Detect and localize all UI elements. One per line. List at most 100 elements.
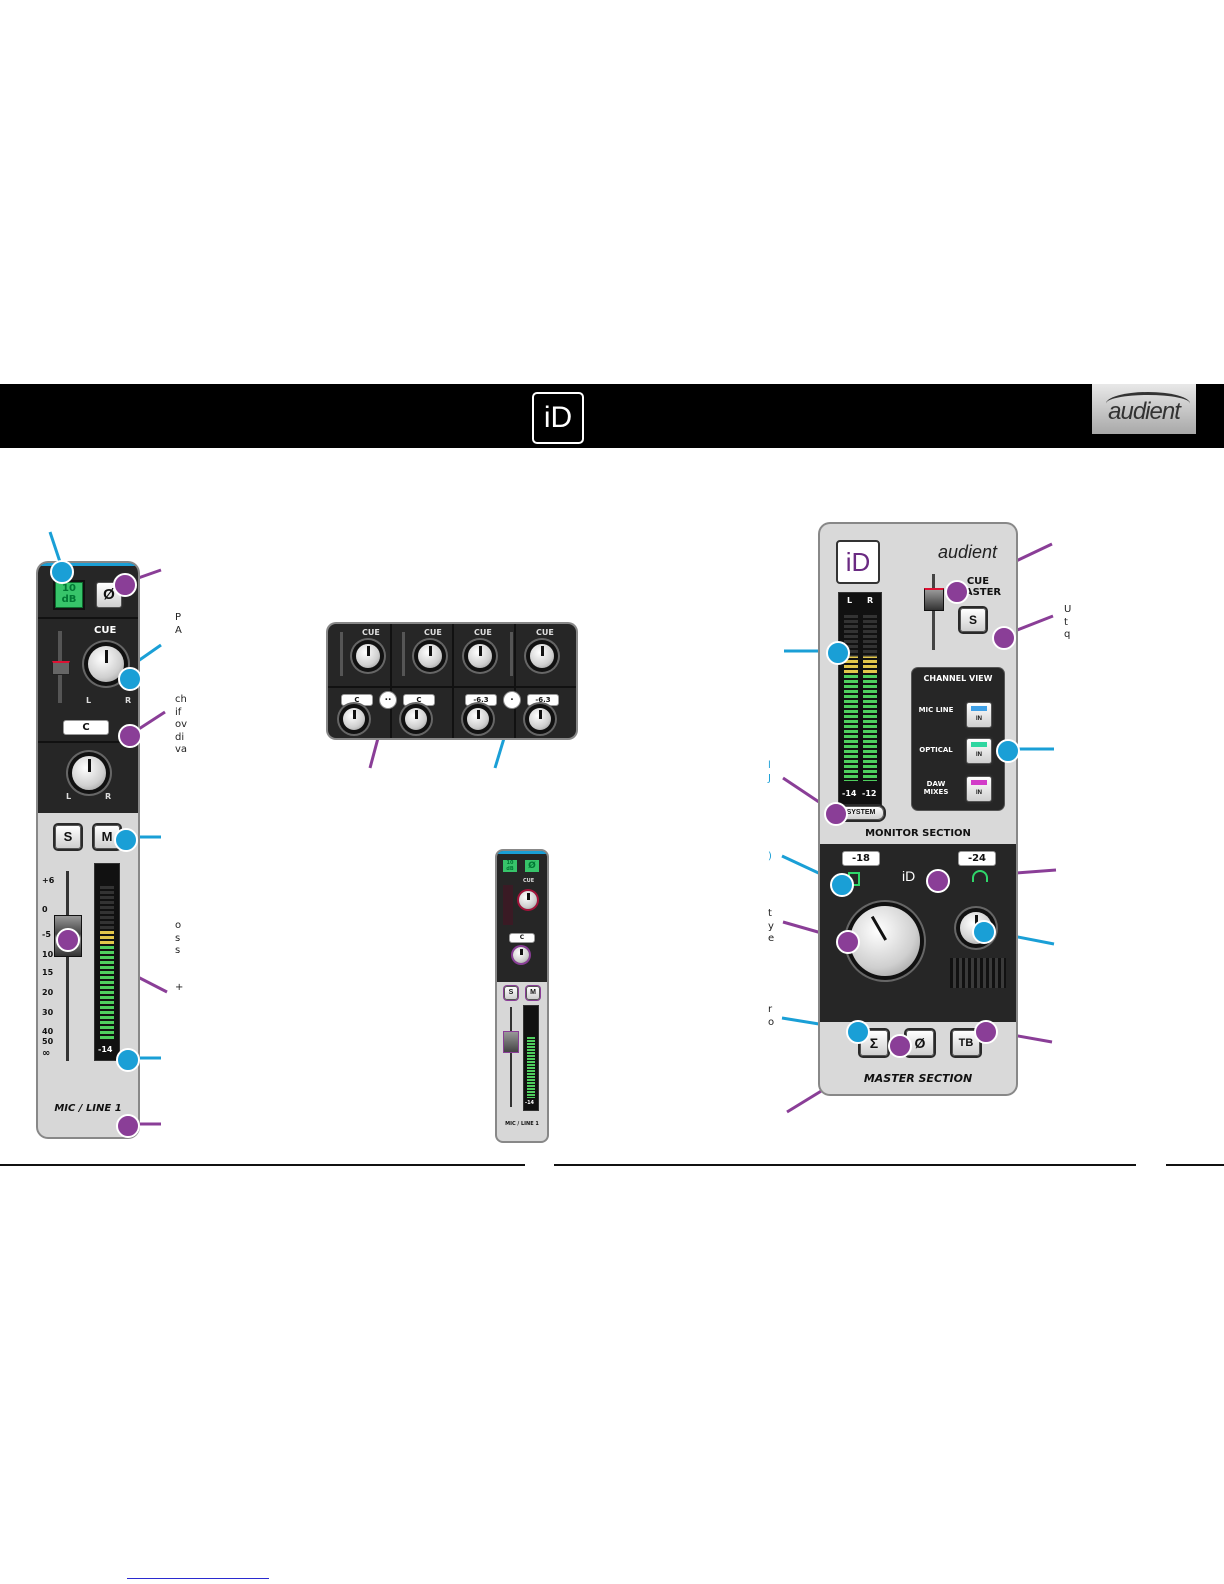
mini-channel-name: MIC / LINE 1 bbox=[505, 1121, 539, 1127]
fader-scale-tick: 40 bbox=[42, 1027, 54, 1036]
master-meter-readout-l: -14 bbox=[842, 789, 857, 798]
group-cue-knob[interactable] bbox=[418, 644, 442, 668]
fader-scale-tick: 15 bbox=[42, 968, 54, 977]
group-pan-value: -6.3 bbox=[527, 694, 559, 706]
channel-meter-readout: -14 bbox=[98, 1045, 113, 1054]
channel-view-optical-button[interactable]: IN bbox=[966, 738, 992, 764]
callout-dot bbox=[836, 930, 860, 954]
group-pan-knob[interactable] bbox=[405, 708, 427, 730]
fader-scale-tick: -5 bbox=[42, 930, 51, 939]
master-section-panel: iD audient CUE MASTER S L R -14 -12 SYST… bbox=[820, 524, 1016, 1094]
group-pan-value: C bbox=[403, 694, 435, 706]
cue-pan-value: C bbox=[63, 720, 109, 735]
group-mini-fader[interactable] bbox=[402, 632, 405, 676]
channel-view-mic-button[interactable]: IN bbox=[966, 702, 992, 728]
group-divider bbox=[390, 624, 392, 738]
footer-link-underline[interactable] bbox=[127, 1578, 269, 1579]
master-id-logo: iD bbox=[836, 540, 880, 584]
group-cue-label: CUE bbox=[536, 628, 554, 637]
callout-dot bbox=[826, 641, 850, 665]
callout-dot bbox=[56, 928, 80, 952]
cue-label: CUE bbox=[94, 625, 117, 636]
fader-scale-tick: 50 bbox=[42, 1037, 54, 1046]
master-meter-readout-r: -12 bbox=[862, 789, 877, 798]
pan-knob[interactable] bbox=[72, 756, 106, 790]
fader-scale-tick: ∞ bbox=[42, 1048, 51, 1059]
group-cue-knob[interactable] bbox=[356, 644, 380, 668]
text-fragment-d: + bbox=[175, 982, 184, 993]
channel-view-daw-button[interactable]: IN bbox=[966, 776, 992, 802]
callout-dot bbox=[992, 626, 1016, 650]
mini-cue-label: CUE bbox=[523, 878, 535, 884]
channel-view-optical-label: OPTICAL bbox=[919, 746, 953, 754]
column-rule bbox=[0, 1164, 525, 1166]
callout-dot bbox=[996, 739, 1020, 763]
mini-pan-knob[interactable] bbox=[513, 947, 529, 963]
cue-master-solo-button[interactable]: S bbox=[960, 608, 986, 632]
group-cue-knob[interactable] bbox=[468, 644, 492, 668]
mini-fader-cap[interactable] bbox=[503, 1031, 519, 1053]
link-button-unlinked[interactable]: .. bbox=[379, 691, 397, 709]
group-mini-fader[interactable] bbox=[510, 632, 513, 676]
group-pan-value: -6.3 bbox=[465, 694, 497, 706]
system-button[interactable]: SYSTEM bbox=[838, 806, 884, 820]
group-divider bbox=[452, 624, 454, 738]
group-pan-knob[interactable] bbox=[343, 708, 365, 730]
fader-scale-tick: 20 bbox=[42, 988, 54, 997]
channel-meter-bar bbox=[100, 884, 114, 1039]
mini-cue-knob[interactable] bbox=[519, 891, 537, 909]
mini-fader-track[interactable] bbox=[510, 1007, 512, 1107]
mini-channel-strip: 10 dB Ø CUE C S M -14 MIC / LINE 1 bbox=[497, 851, 547, 1141]
master-section-footer: MASTER SECTION bbox=[863, 1072, 973, 1085]
channel-view-title: CHANNEL VIEW bbox=[923, 674, 993, 683]
fader-scale: +6 0 -5 10 15 20 30 40 50 ∞ bbox=[42, 875, 66, 1059]
text-fragment-g: ) bbox=[768, 851, 772, 862]
mini-mute-button[interactable]: M bbox=[526, 986, 540, 1000]
pad-button[interactable]: 10 dB bbox=[55, 582, 83, 608]
cue-master-fader-cap[interactable] bbox=[924, 588, 944, 611]
headphone-icon bbox=[972, 870, 988, 882]
channel-meter: -14 bbox=[94, 863, 120, 1061]
column-rule bbox=[1166, 1164, 1224, 1166]
mini-cue-fader[interactable] bbox=[503, 885, 513, 925]
group-pan-knob[interactable] bbox=[529, 708, 551, 730]
monitor-id-logo: iD bbox=[902, 868, 916, 884]
group-mini-fader[interactable] bbox=[340, 632, 343, 676]
fader-scale-tick: +6 bbox=[42, 876, 55, 885]
master-meter-l-label: L bbox=[847, 596, 853, 605]
callout-dot bbox=[945, 580, 969, 604]
group-cue-knob[interactable] bbox=[530, 644, 554, 668]
mini-phase-button[interactable]: Ø bbox=[525, 860, 539, 872]
pan-l-label: L bbox=[66, 792, 72, 801]
callout-dot bbox=[113, 573, 137, 597]
link-button-linked[interactable]: . bbox=[503, 691, 521, 709]
group-pan-value: C bbox=[341, 694, 373, 706]
mini-meter-bar bbox=[527, 1036, 535, 1098]
solo-button[interactable]: S bbox=[55, 825, 81, 849]
fader-scale-tick: 30 bbox=[42, 1008, 54, 1017]
cue-r-label: R bbox=[125, 696, 132, 705]
mini-solo-button[interactable]: S bbox=[504, 986, 518, 1000]
callout-dot bbox=[926, 869, 950, 893]
fader-track[interactable] bbox=[66, 871, 69, 1061]
mini-pan-value: C bbox=[509, 933, 535, 943]
mini-meter: -14 bbox=[523, 1005, 539, 1111]
callout-dot bbox=[974, 1020, 998, 1044]
master-meter: L R -14 -12 bbox=[838, 592, 882, 806]
callout-dot bbox=[118, 667, 142, 691]
stereo-group-panel: CUE CUE CUE CUE C C -6.3 -6.3 .. . bbox=[328, 624, 576, 738]
master-audient-logo: audient bbox=[938, 542, 998, 562]
group-pan-knob[interactable] bbox=[467, 708, 489, 730]
master-meter-bar-l bbox=[844, 613, 858, 781]
master-meter-r-label: R bbox=[867, 596, 874, 605]
group-divider bbox=[514, 624, 516, 738]
mini-pad-button[interactable]: 10 dB bbox=[503, 860, 517, 872]
cue-master-fader-track[interactable] bbox=[932, 574, 935, 650]
speaker-volume-knob[interactable] bbox=[850, 906, 920, 976]
channel-name-label: MIC / LINE 1 bbox=[54, 1103, 122, 1114]
cue-mini-fader-cap[interactable] bbox=[52, 661, 70, 675]
